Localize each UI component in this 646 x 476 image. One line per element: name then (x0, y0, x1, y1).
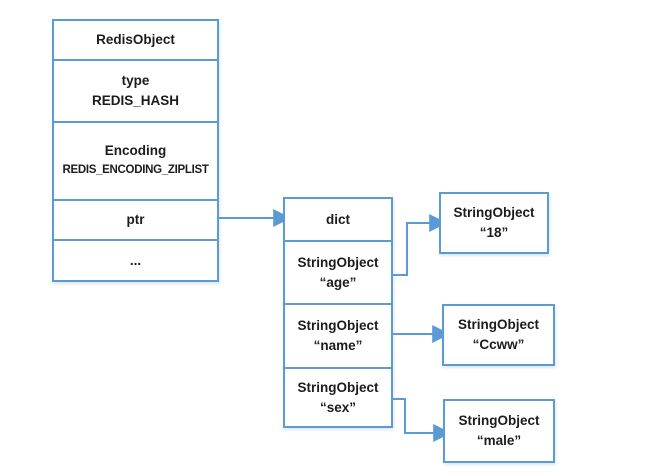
value-box-content: StringObject “male” (445, 411, 553, 450)
ellipsis-row: ... (54, 239, 217, 280)
value-text: “male” (476, 433, 522, 448)
entry-key: “age” (319, 274, 357, 290)
dict-entry-sex: StringObject “sex” (285, 367, 391, 426)
dict-entry-age: StringObject “age” (285, 240, 391, 303)
arrow-sex-to-male (393, 398, 452, 442)
value-box-content: StringObject “18” (441, 203, 547, 242)
dict-entry-name: StringObject “name” (285, 303, 391, 367)
value-text: “18” (479, 225, 509, 240)
entry-key: “name” (313, 338, 363, 353)
entry-type: StringObject (297, 254, 379, 270)
value-text: “Ccww” (472, 337, 525, 352)
string-object-box-ccww: StringObject “Ccww” (442, 304, 555, 366)
arrow-age-to-18 (393, 214, 448, 276)
redis-object-box: RedisObject type REDIS_HASH Encoding RED… (52, 19, 219, 282)
entry-type: StringObject (297, 318, 379, 334)
entry-type: StringObject (297, 379, 379, 395)
encoding-row: Encoding REDIS_ENCODING_ZIPLIST (54, 121, 217, 199)
dict-box: dict StringObject “age” StringObject “na… (283, 197, 393, 428)
string-object-box-male: StringObject “male” (443, 399, 555, 463)
value-type: StringObject (453, 205, 535, 221)
entry-key: “sex” (319, 399, 357, 415)
string-object-box-18: StringObject “18” (439, 192, 549, 254)
ptr-row: ptr (54, 199, 217, 239)
encoding-label: Encoding (104, 143, 167, 159)
dict-title: dict (325, 211, 350, 227)
type-label: type (121, 73, 150, 89)
encoding-value: REDIS_ENCODING_ZIPLIST (62, 164, 209, 176)
value-type: StringObject (458, 413, 540, 429)
type-value: REDIS_HASH (91, 93, 180, 108)
type-row: type REDIS_HASH (54, 59, 217, 121)
value-box-content: StringObject “Ccww” (444, 315, 553, 354)
value-type: StringObject (457, 317, 539, 333)
redis-object-title: RedisObject (96, 32, 175, 48)
